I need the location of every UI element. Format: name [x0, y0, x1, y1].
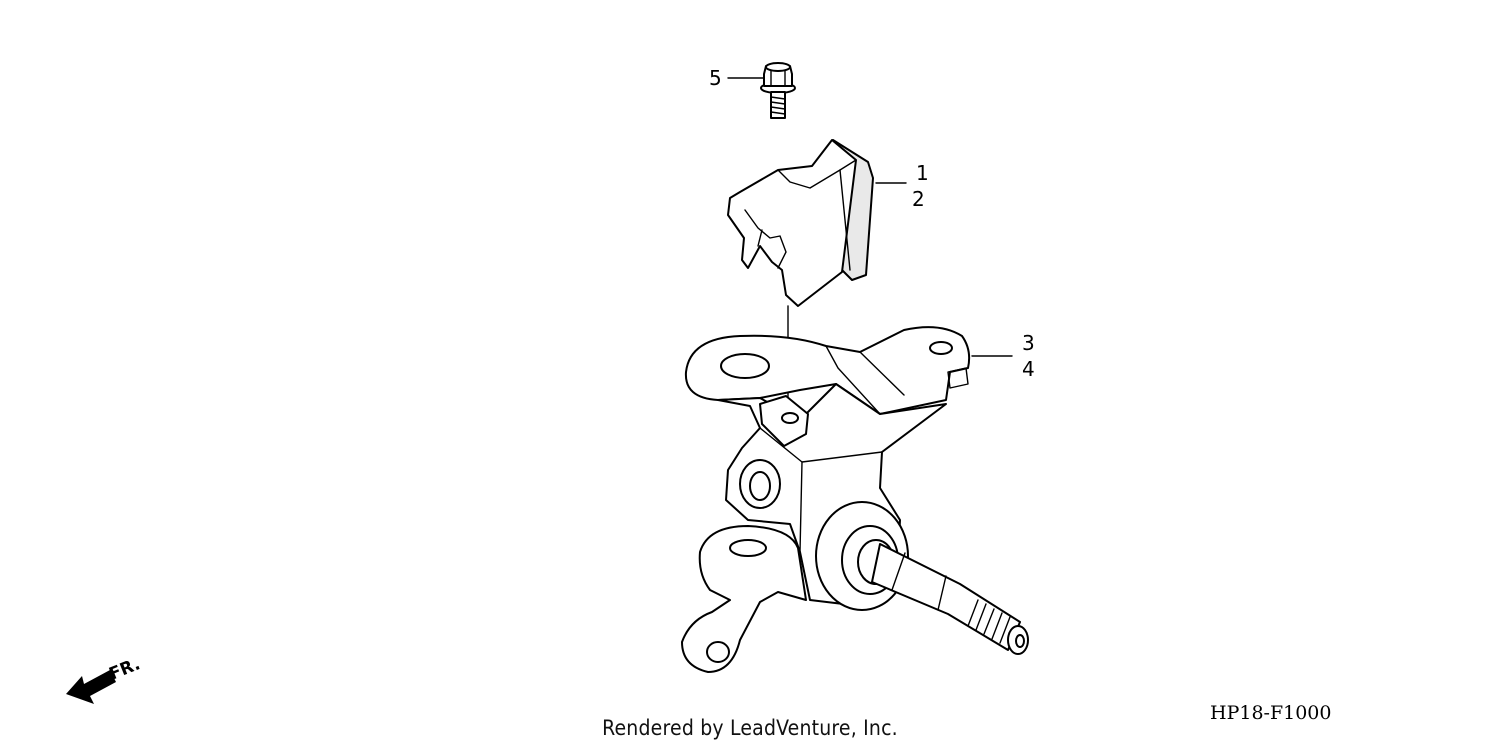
upper-eye-hole	[720, 353, 770, 379]
credit-text: Rendered by LeadVenture, Inc.	[602, 716, 898, 740]
knuckle-cover[interactable]	[727, 139, 874, 307]
figure-code: HP18-F1000	[1210, 702, 1332, 724]
callout-3[interactable]: 3	[1022, 331, 1035, 355]
tie-rod-hole	[929, 341, 953, 355]
spindle-shaft	[871, 543, 1021, 651]
steering-knuckle[interactable]	[681, 326, 1029, 673]
callout-1[interactable]: 1	[916, 161, 929, 185]
callout-2[interactable]: 2	[912, 187, 925, 211]
callout-4[interactable]: 4	[1022, 357, 1035, 381]
flange-bolt[interactable]	[760, 62, 796, 119]
front-direction-arrow-icon	[66, 670, 116, 704]
callout-5[interactable]: 5	[709, 66, 722, 90]
front-direction-label: FR.	[106, 654, 143, 684]
lower-eye-hole	[729, 539, 767, 557]
steering-arm-eye	[706, 641, 730, 663]
